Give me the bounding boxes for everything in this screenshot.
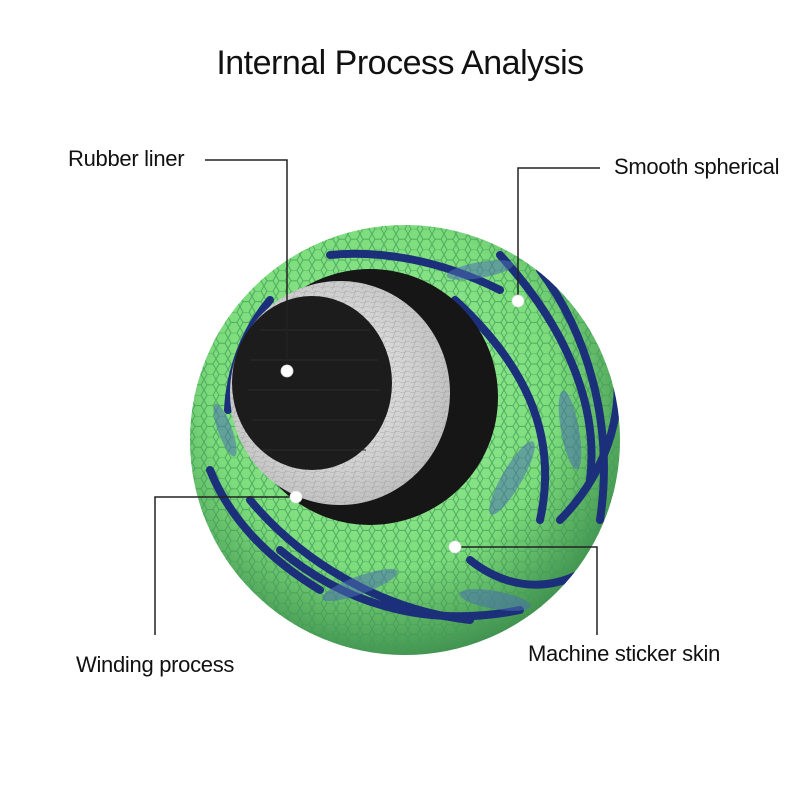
- callout-points: [280, 294, 525, 554]
- callout-rubber-liner: Rubber liner: [68, 146, 185, 171]
- leader-winding-process: [154, 496, 295, 635]
- callout-machine-sticker-skin: Machine sticker skin: [528, 641, 721, 666]
- diagram-title: Internal Process Analysis: [216, 44, 584, 82]
- leader-machine-sticker-skin: [455, 546, 598, 635]
- point-rubber-liner: [280, 364, 294, 378]
- leader-smooth-spherical: [517, 167, 600, 300]
- callout-leader-lines: [154, 159, 600, 635]
- ball-cutaway: [230, 269, 498, 525]
- point-smooth-spherical: [511, 294, 525, 308]
- ball-panel-accents: [213, 260, 582, 611]
- callout-winding-process: Winding process: [76, 652, 235, 677]
- point-winding-process: [289, 490, 303, 504]
- rubber-liner-core: [232, 296, 392, 470]
- leader-rubber-liner: [205, 159, 288, 370]
- point-machine-sticker-skin: [448, 540, 462, 554]
- callout-smooth-spherical: Smooth spherical: [614, 154, 780, 179]
